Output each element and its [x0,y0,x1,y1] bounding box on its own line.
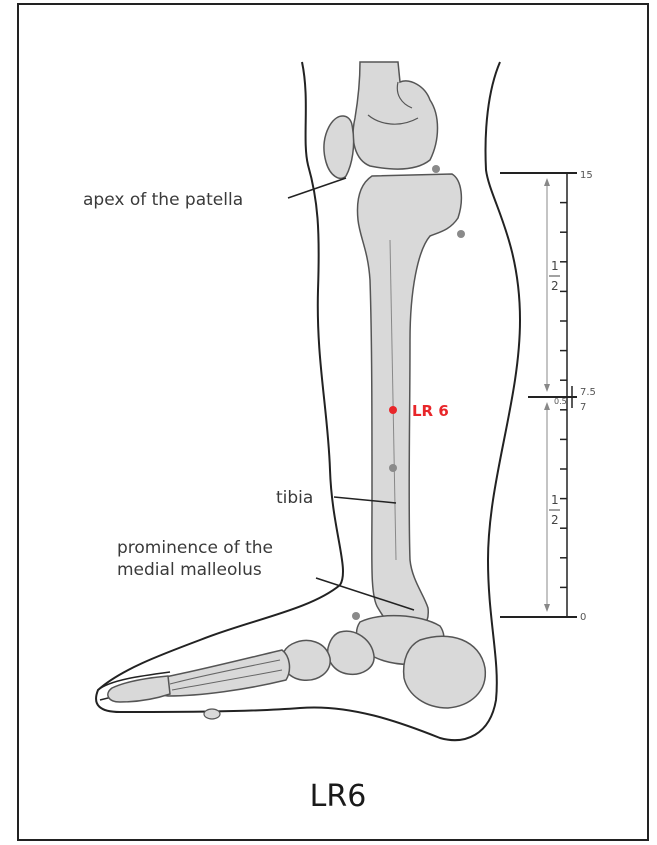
acupoint-marker [389,406,397,414]
measurement-scale: 15 7.5 0.5 7 0 1 2 1 2 [500,170,596,623]
scale-label-mid-top: 7.5 [580,387,596,398]
landmark-dot-tibia-mid [389,464,397,472]
label-malleolus-line2: medial malleolus [117,560,262,580]
acupoint-label: LR 6 [412,402,449,420]
fraction-upper-den: 2 [551,279,559,293]
scale-label-mid-small: 0.5 [554,397,567,406]
scale-label-top: 15 [580,170,593,181]
label-tibia: tibia [276,488,313,508]
label-patella-apex: apex of the patella [83,190,243,210]
leader-patella-apex [288,178,346,198]
scale-label-bottom: 0 [580,612,586,623]
sesamoid-bone [204,709,220,719]
landmark-dot-tibial-condyle [457,230,465,238]
scale-ticks [560,203,567,588]
scale-label-mid-bottom: 7 [580,402,586,413]
label-malleolus-line1: prominence of the [117,538,273,558]
fraction-lower-den: 2 [551,513,559,527]
fraction-lower-num: 1 [551,493,559,507]
patella-bone [324,116,354,178]
landmark-dot-knee [432,165,440,173]
calcaneus-bone [404,636,486,708]
phalanges-bones [108,676,170,702]
fraction-upper-num: 1 [551,259,559,273]
landmark-dot-ankle [352,612,360,620]
figure-title: LR6 [310,779,367,814]
femur-bone [353,62,437,169]
